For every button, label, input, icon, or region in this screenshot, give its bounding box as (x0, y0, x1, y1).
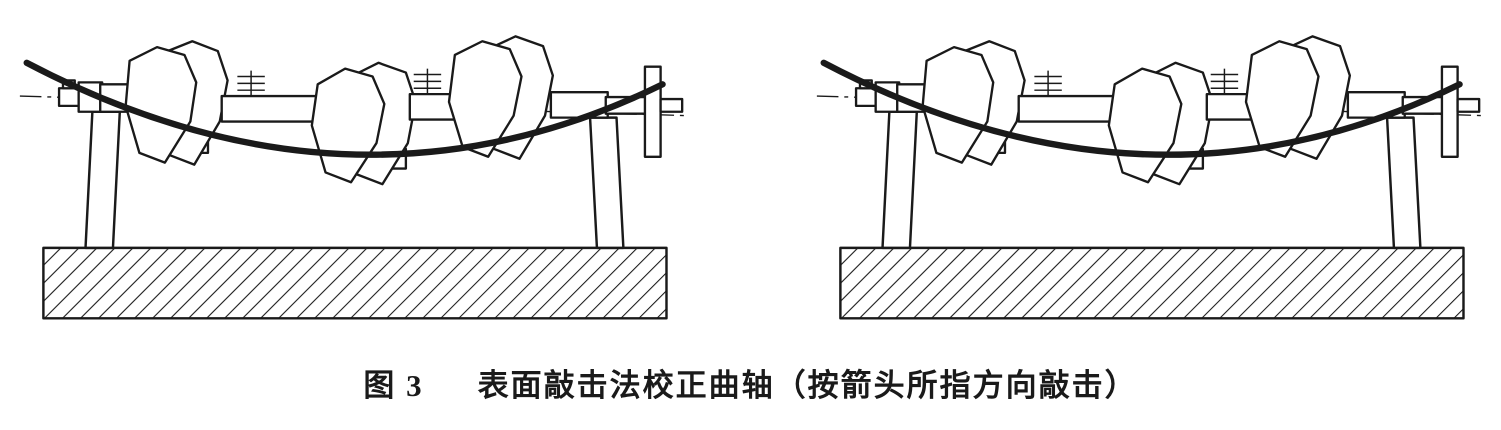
figure-caption-number: 图 3 (363, 368, 424, 403)
crankshaft-diagram-right (811, 6, 1487, 334)
figure-caption: 图 3 表面敲击法校正曲轴（按箭头所指方向敲击） (0, 360, 1501, 405)
crankshaft-diagram-left (14, 6, 690, 334)
figure-caption-text: 表面敲击法校正曲轴（按箭头所指方向敲击） (477, 368, 1138, 403)
diagram-row (0, 6, 1501, 334)
